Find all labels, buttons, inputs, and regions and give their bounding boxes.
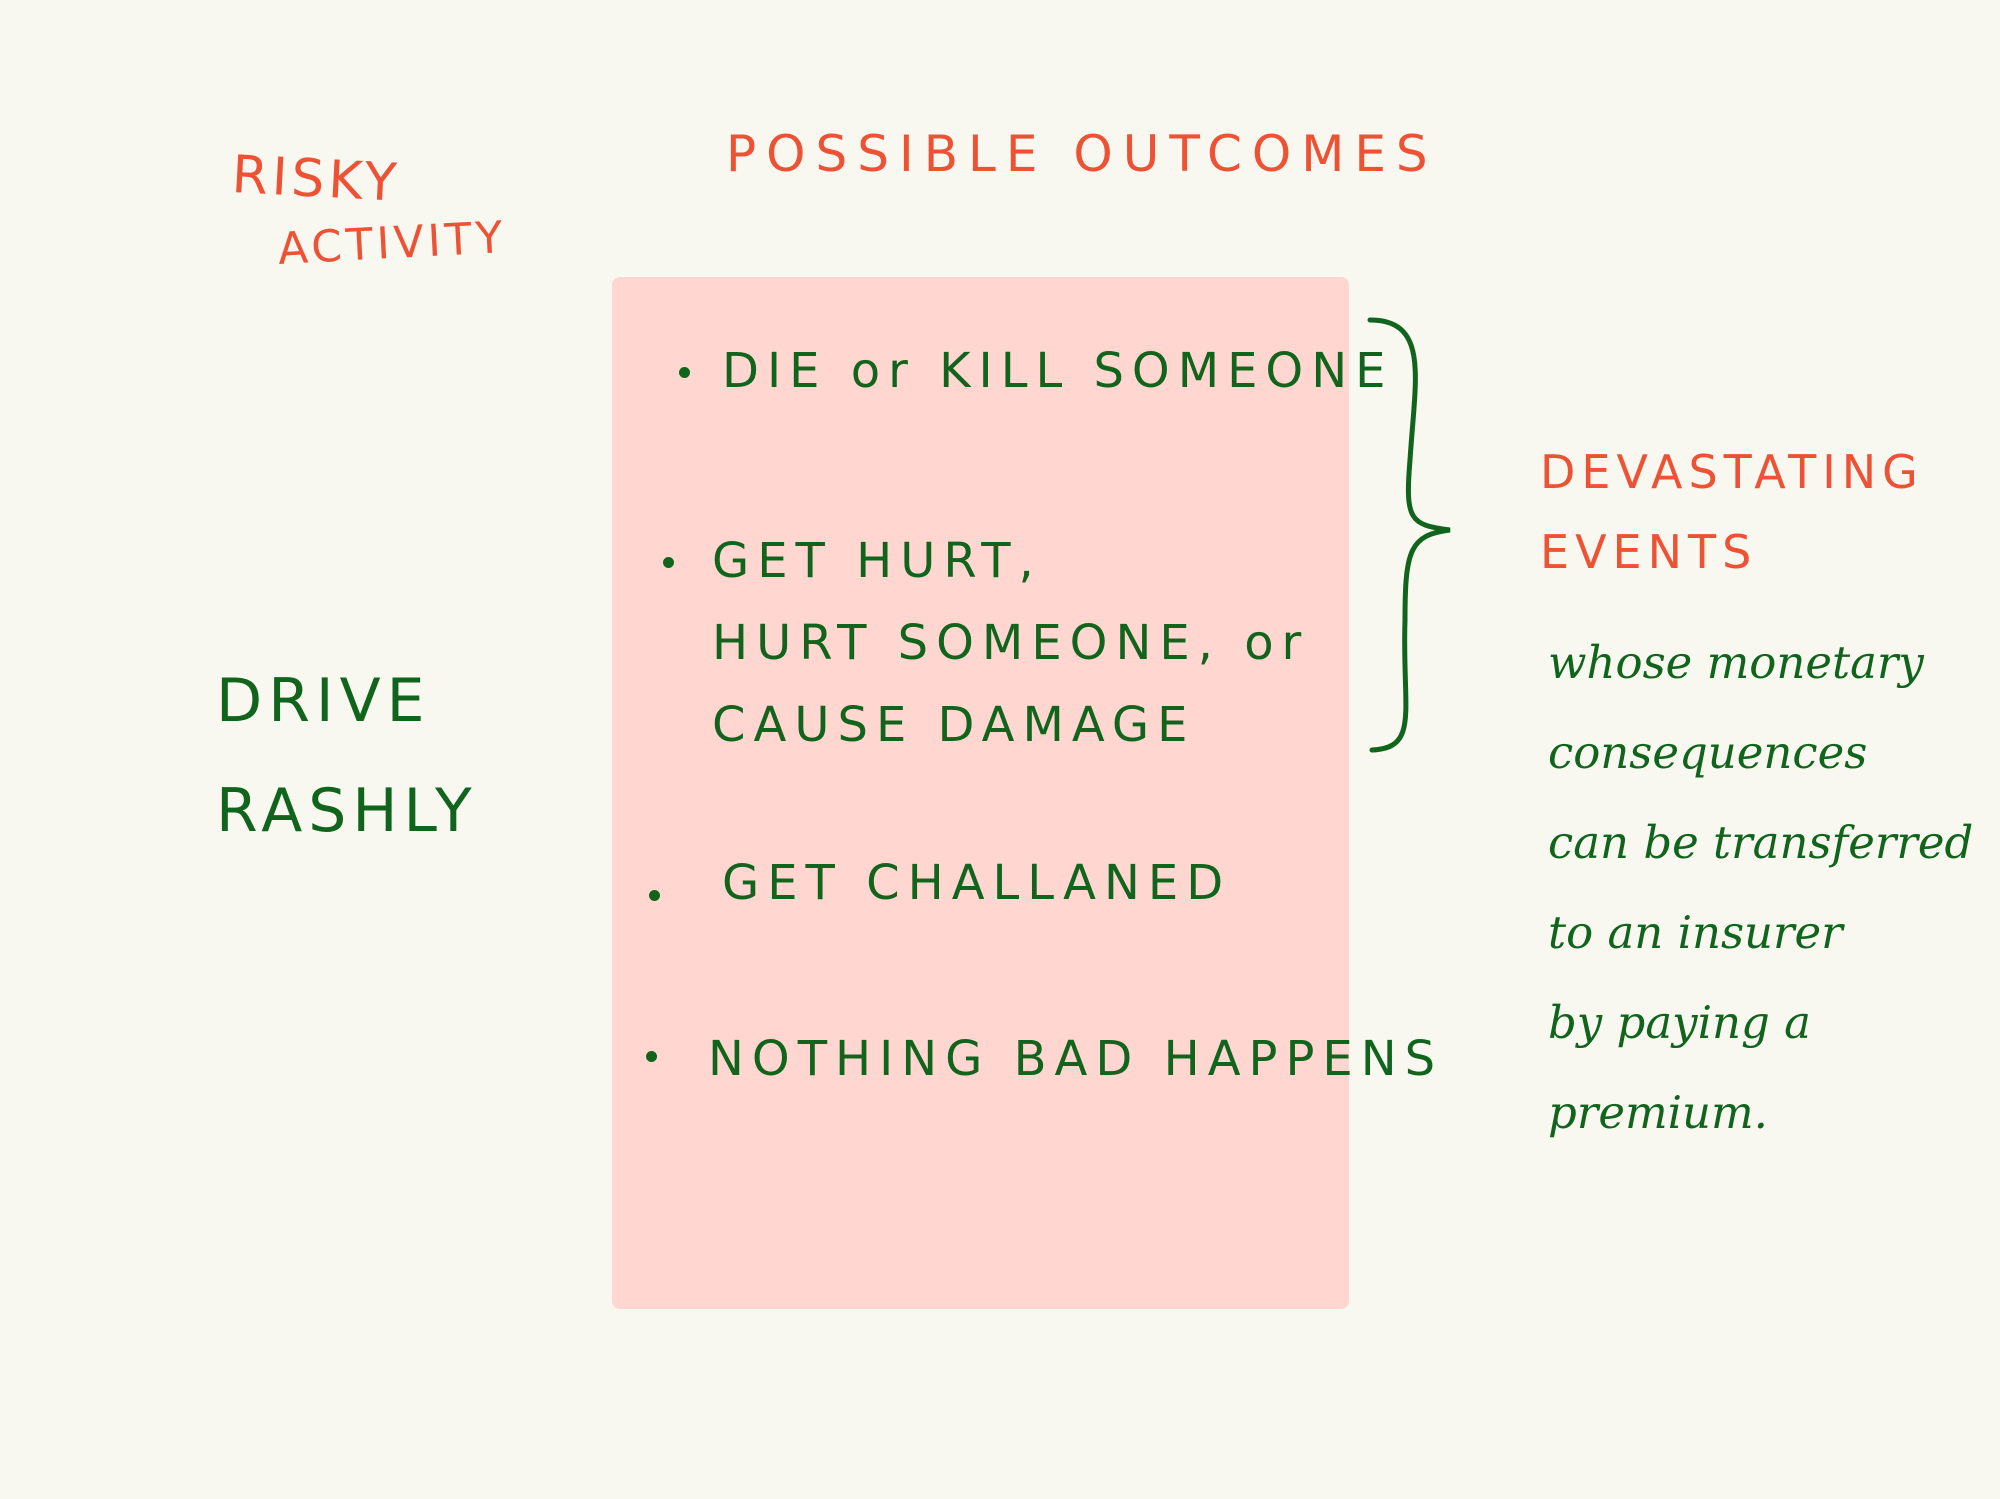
note-line: premium.: [1548, 1086, 1768, 1139]
outcome-line: HURT SOMEONE, or: [712, 615, 1310, 671]
outcome-line: NOTHING BAD HAPPENS: [708, 1031, 1444, 1087]
outcome-item: NOTHING BAD HAPPENS: [708, 1018, 1443, 1100]
risky-activity-header-line1: RISKY: [230, 145, 402, 214]
risky-activity: DRIVE RASHLY: [216, 646, 478, 866]
note-line: whose monetary: [1548, 636, 1924, 689]
outcomes-box: [612, 277, 1349, 1309]
possible-outcomes-header: POSSIBLE OUTCOMES: [726, 125, 1438, 183]
activity-line: RASHLY: [216, 776, 478, 846]
note-line: to an insurer: [1548, 906, 1843, 959]
bullet-icon: [646, 1051, 657, 1062]
devastating-line: DEVASTATING: [1540, 445, 1924, 499]
note-line: by paying a: [1548, 996, 1811, 1049]
outcome-line: DIE or KILL SOMEONE: [722, 343, 1394, 399]
outcome-line: GET HURT,: [712, 533, 1042, 589]
note-line: can be transferred: [1548, 816, 1974, 869]
bullet-icon: [649, 890, 660, 901]
risky-activity-header-line2: ACTIVITY: [276, 212, 508, 275]
insurance-note: whose monetary consequences can be trans…: [1548, 618, 1973, 1158]
activity-line: DRIVE: [216, 666, 431, 736]
bullet-icon: [663, 557, 674, 568]
devastating-line: EVENTS: [1540, 525, 1758, 579]
outcome-item: GET CHALLANED: [722, 842, 1231, 924]
outcome-line: GET CHALLANED: [722, 855, 1232, 911]
devastating-events-label: DEVASTATING EVENTS: [1540, 432, 1924, 592]
outcome-item: GET HURT, HURT SOMEONE, or CAUSE DAMAGE: [712, 520, 1309, 766]
outcome-item: DIE or KILL SOMEONE: [722, 330, 1393, 412]
outcome-line: CAUSE DAMAGE: [712, 697, 1196, 753]
bullet-icon: [679, 367, 690, 378]
curly-brace-icon: [1367, 317, 1451, 753]
note-line: consequences: [1548, 726, 1868, 779]
